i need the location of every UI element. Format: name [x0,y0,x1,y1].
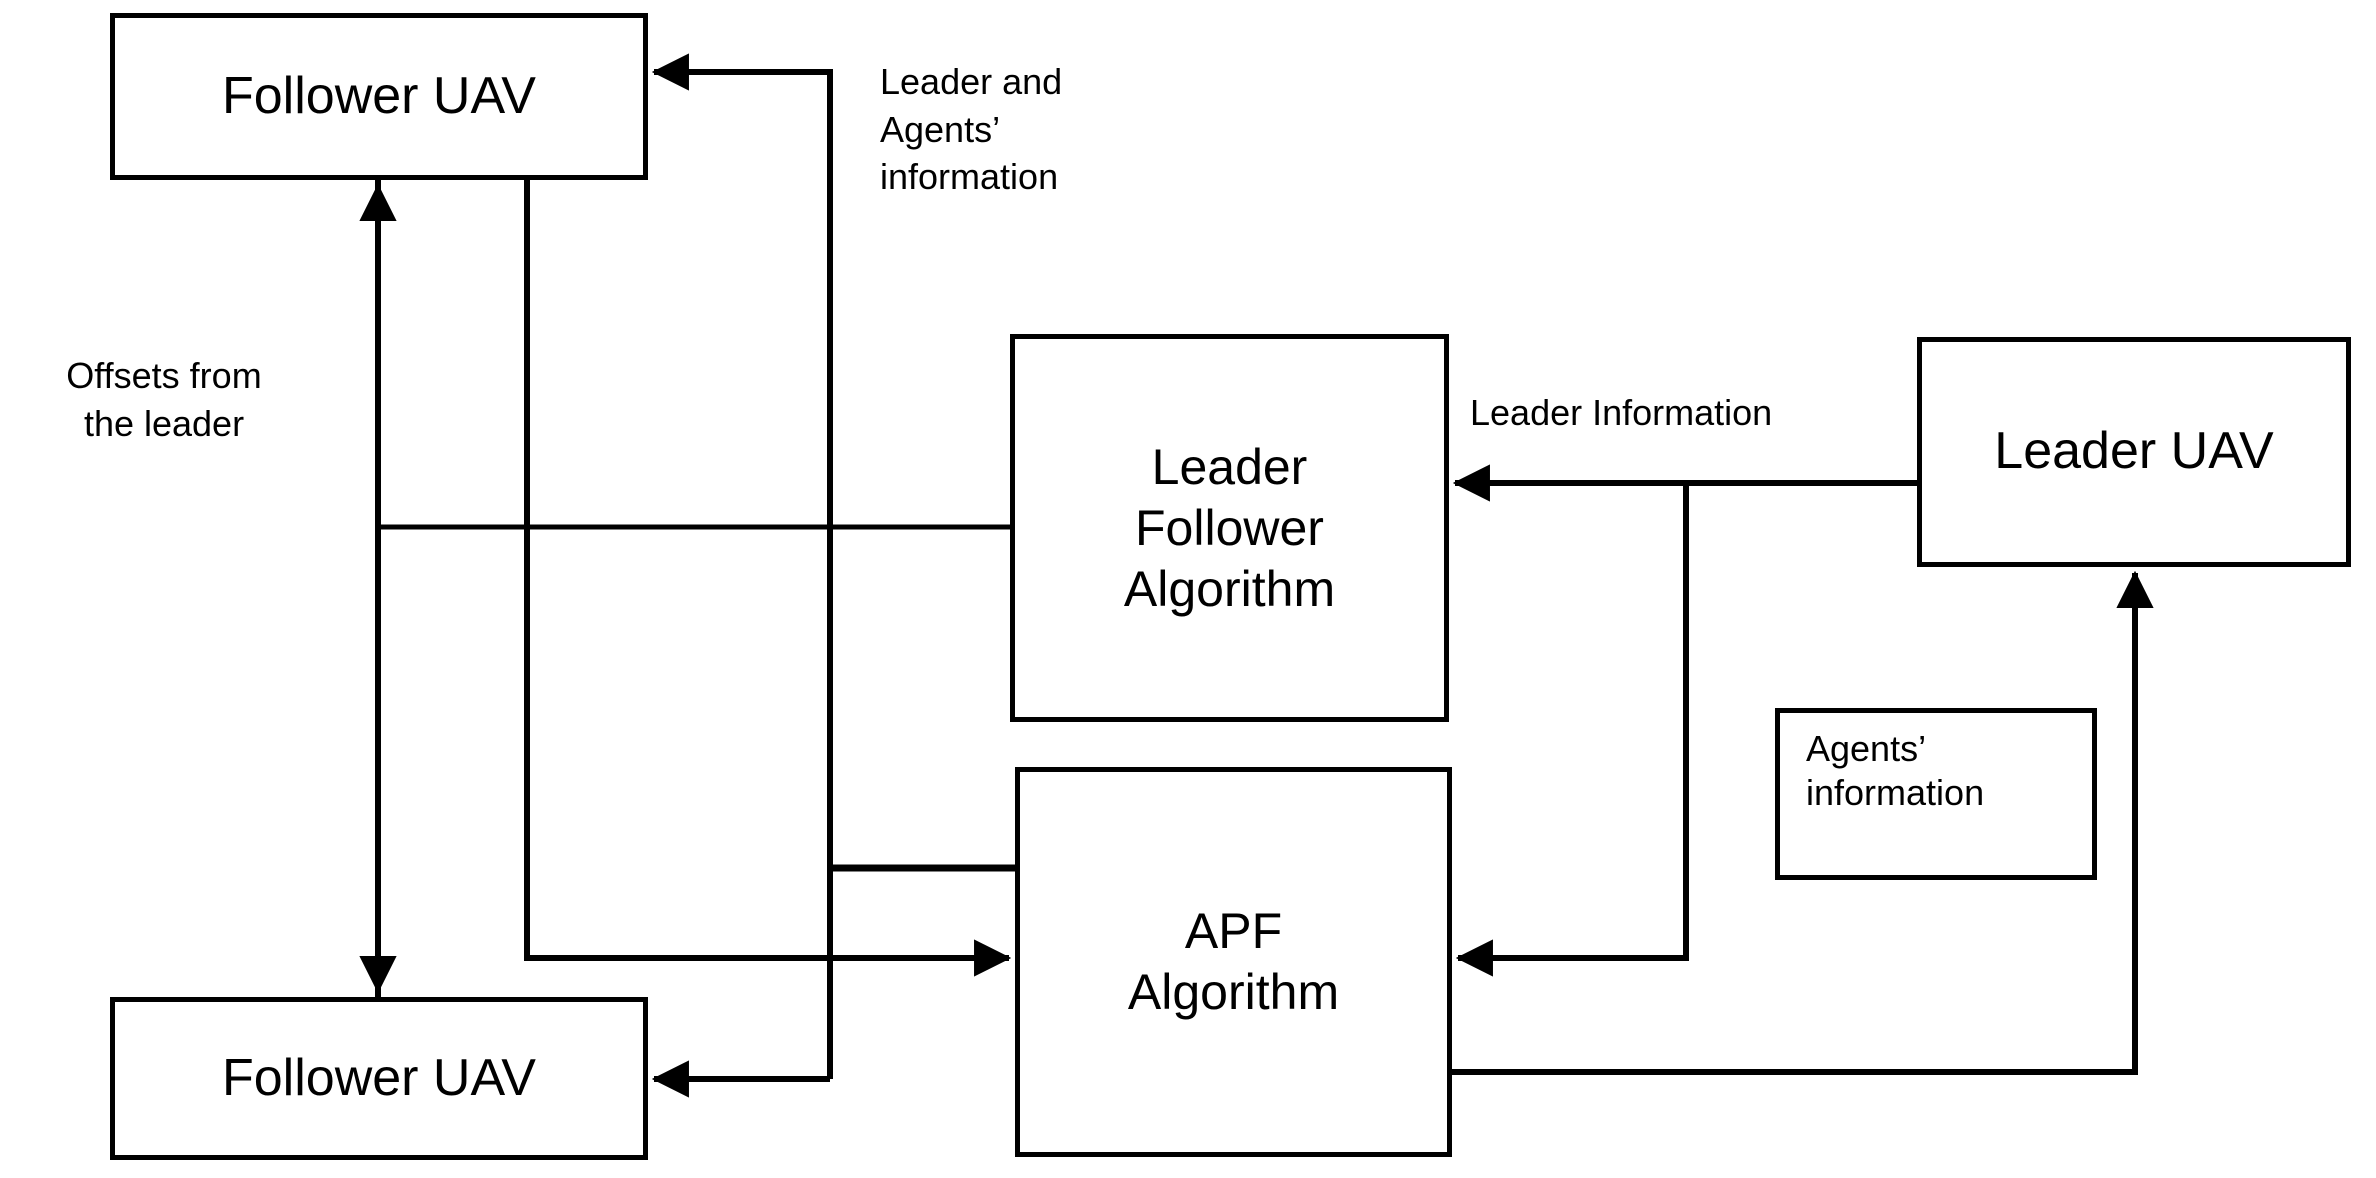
node-apf-algorithm[interactable]: APF Algorithm [1015,767,1452,1157]
node-leader-follower-algorithm[interactable]: Leader Follower Algorithm [1010,334,1449,722]
wire-leader-information-to-apf-algorithm [1455,483,1689,977]
edge-label-leader-information: Leader Information [1470,392,1773,433]
node-leader-uav[interactable]: Leader UAV [1917,337,2351,567]
node-follower-uav-bottom[interactable]: Follower UAV [110,997,648,1160]
node-agents-information[interactable]: Agents’ information [1775,708,2097,880]
edge-label-offsets-from-the-leader: Offsets from the leader [66,355,262,444]
wire-follower-top-to-apf-algorithm [524,180,1012,977]
wire-information-bus-to-follower-top [651,53,833,1079]
node-follower-uav-top[interactable]: Follower UAV [110,13,648,180]
wire-apf-algorithm-to-leader-uav [1452,570,2154,1075]
edge-label-leader-and-agents-information: Leader and Agents’ information [880,61,1063,198]
